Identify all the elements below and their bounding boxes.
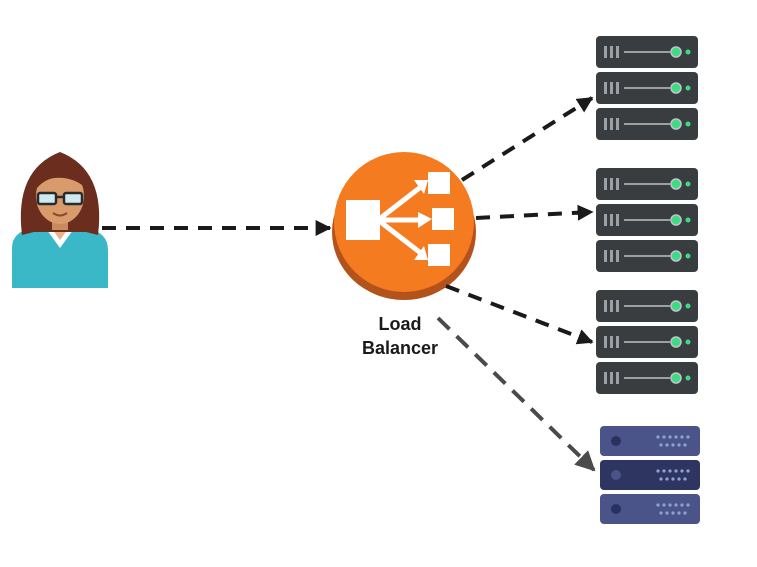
server-rack-icon xyxy=(600,426,700,524)
arrow-lb-to-server-1 xyxy=(460,96,594,182)
arrow-lb-to-server-3 xyxy=(445,284,594,345)
server-rack-icon xyxy=(596,36,698,140)
user-avatar-icon xyxy=(12,152,108,288)
arrow-lb-to-server-2 xyxy=(475,204,594,221)
load-balancer-icon xyxy=(332,152,476,300)
load-balancer-label: Load Balancer xyxy=(340,312,460,360)
load-balancer-label-line2: Balancer xyxy=(361,338,439,358)
arrow-lb-to-server-4 xyxy=(436,316,596,472)
server-rack-icon xyxy=(596,290,698,394)
server-rack-icon xyxy=(596,168,698,272)
load-balancer-label-line1: Load xyxy=(378,314,422,334)
